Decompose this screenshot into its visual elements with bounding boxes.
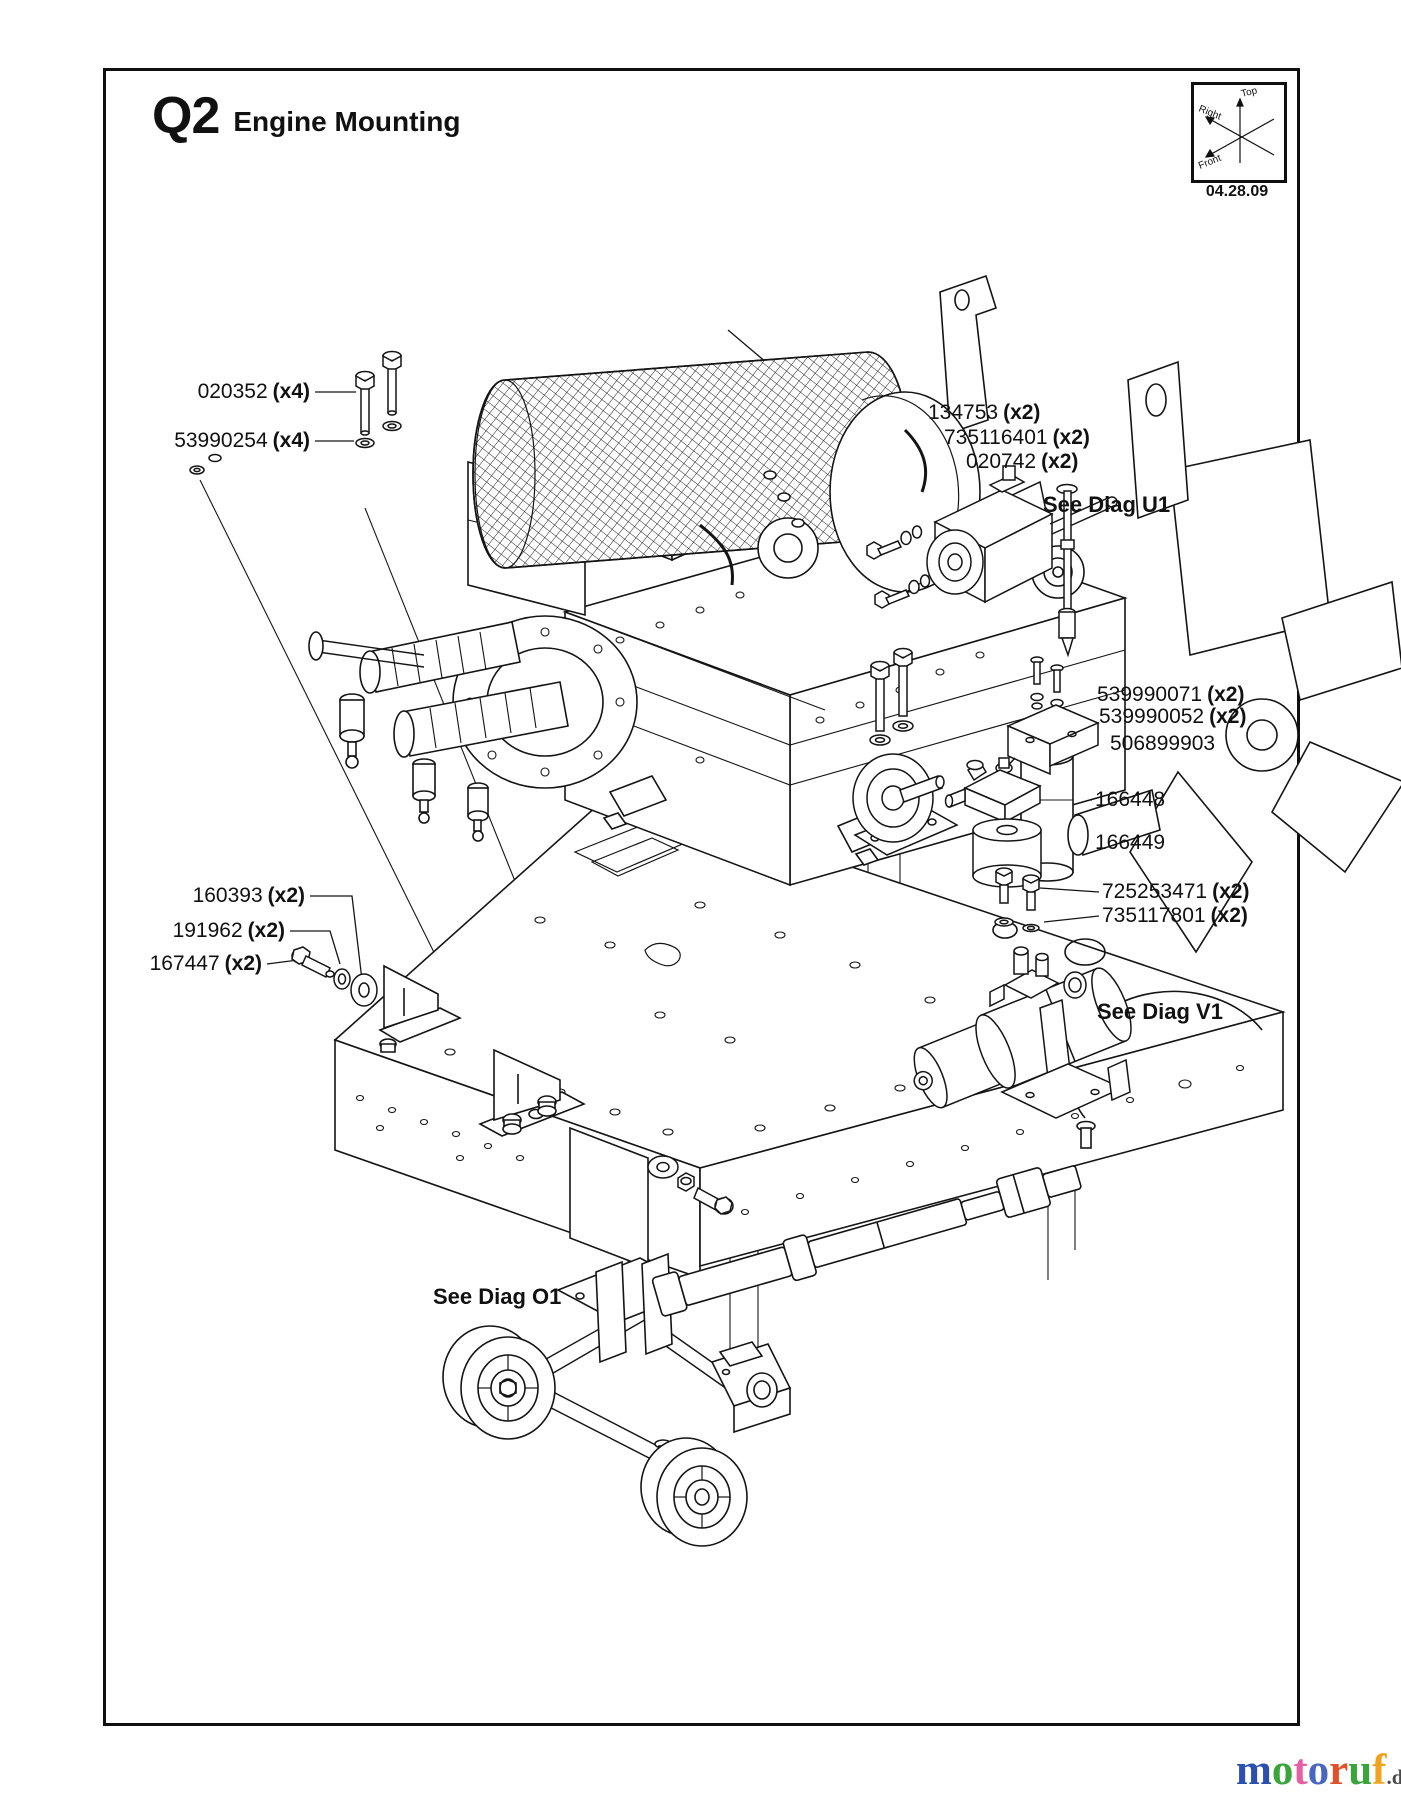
pump-bolts — [763, 470, 931, 609]
part-label-020352: 020352(x4) — [197, 380, 310, 403]
ref-see-diag-v1: See Diag V1 — [1097, 999, 1223, 1024]
engine-mount-bolts — [189, 350, 402, 475]
orientation-compass-icon: Top Right Front — [1191, 82, 1287, 183]
part-label-191962: 191962(x2) — [172, 919, 285, 942]
caster-assembly — [442, 1120, 1096, 1547]
section-title: Engine Mounting — [233, 106, 461, 137]
logo-letter: f — [1372, 1747, 1387, 1794]
part-label-160393: 160393(x2) — [192, 884, 305, 907]
pump-mount-bolts — [994, 867, 1040, 933]
fuel-filter — [944, 757, 1042, 888]
logo-letter: m — [1236, 1747, 1272, 1794]
logo-suffix: .de — [1386, 1765, 1401, 1789]
part-label-725253471: 725253471(x2) — [1102, 880, 1250, 903]
compass-axes-icon: Top Right Front — [1197, 85, 1275, 172]
pump-bracket — [1000, 998, 1131, 1119]
part-label-134753: 134753(x2) — [928, 401, 1041, 424]
dipstick — [1056, 483, 1078, 658]
hydro-pumps — [359, 621, 569, 758]
drive-shaft — [651, 1165, 1082, 1317]
part-label-53990254: 53990254(x4) — [174, 429, 310, 452]
axis-label-top: Top — [1240, 85, 1259, 100]
part-label-735116401: 735116401(x2) — [944, 426, 1090, 449]
ref-see-diag-o1: See Diag O1 — [433, 1284, 562, 1309]
caster-housing — [710, 1341, 792, 1434]
revision-date: 04.28.09 — [1205, 183, 1269, 200]
part-label-506899903: 506899903 — [1110, 732, 1216, 755]
section-code: Q2 — [152, 87, 220, 145]
left-small-hardware — [291, 946, 378, 1007]
logo-letter: r — [1329, 1747, 1349, 1794]
logo-letter: o — [1307, 1747, 1330, 1794]
gusset-bracket — [378, 964, 462, 1053]
page-title: Q2 Engine Mounting — [152, 86, 460, 146]
ref-see-diag-u1: See Diag U1 — [1043, 492, 1171, 517]
part-label-166448: 166448 — [1095, 788, 1166, 811]
center-bolts-and-bearing — [852, 647, 959, 856]
mount-bracket-506899903 — [991, 656, 1100, 791]
plate-mount-hardware — [647, 1155, 734, 1215]
caster-wheel — [640, 1437, 748, 1547]
electric-pump-v1 — [913, 946, 1132, 1119]
logo-letter: o — [1271, 1747, 1294, 1794]
muffler-screen — [472, 351, 909, 569]
part-label-167447: 167447(x2) — [149, 952, 262, 975]
hydraulic-pump-u1 — [763, 465, 1118, 658]
part-label-539990052: 539990052(x2) — [1099, 705, 1247, 728]
caster-wheel — [442, 1325, 556, 1440]
page-border — [103, 68, 1300, 1726]
engine-dampers — [339, 693, 489, 842]
gusset-bracket — [478, 1048, 586, 1137]
logo-letter: t — [1293, 1747, 1308, 1794]
part-label-539990071: 539990071(x2) — [1097, 683, 1245, 706]
engine-assembly — [308, 274, 1401, 954]
part-label-735117801: 735117801(x2) — [1102, 904, 1248, 927]
part-label-020742: 020742(x2) — [966, 450, 1079, 473]
part-label-166449: 166449 — [1095, 831, 1166, 854]
logo-letter: u — [1348, 1747, 1373, 1794]
motoruf-logo[interactable]: motoruf.de — [1236, 1746, 1401, 1795]
bearing-pulley — [852, 753, 959, 856]
